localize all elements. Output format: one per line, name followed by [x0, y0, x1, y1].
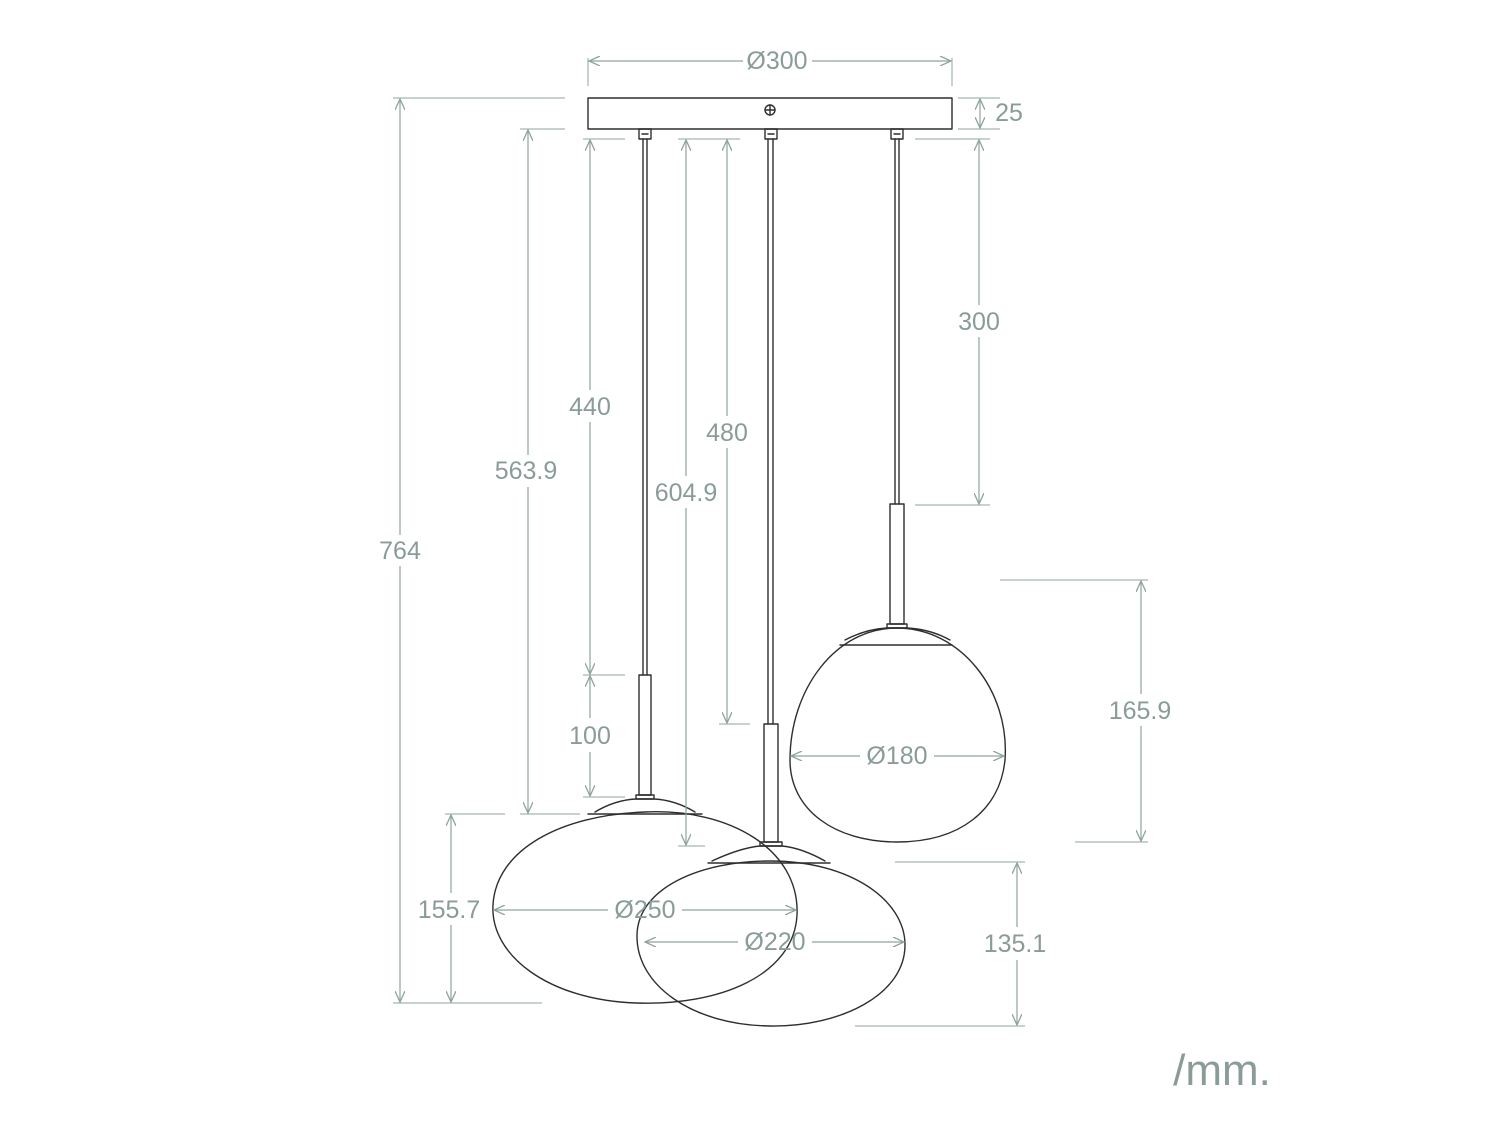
middle-globe-height-label: 135.1: [984, 930, 1047, 958]
right-cable-clamp: [890, 128, 904, 140]
left-stem-label: 100: [569, 722, 611, 750]
left-cable-to-globe-label: 563.9: [495, 457, 558, 485]
middle-globe: [636, 860, 906, 1027]
left-globe-height-label: 155.7: [418, 896, 481, 924]
left-globe-diameter-label: Ø250: [614, 896, 675, 924]
canopy-screw-icon: [764, 104, 776, 116]
left-pendant: [492, 138, 798, 1004]
right-globe: [789, 627, 1006, 843]
middle-globe-diameter-label: Ø220: [744, 928, 805, 956]
right-cable-label: 300: [958, 308, 1000, 336]
left-cable-label: 440: [569, 393, 611, 421]
canopy-height-label: 25: [995, 99, 1023, 127]
unit-label: /mm.: [1173, 1046, 1271, 1095]
middle-cable-to-globe-label: 604.9: [655, 479, 718, 507]
right-globe-height-label: 165.9: [1109, 697, 1172, 725]
canopy-diameter-label: Ø300: [746, 47, 807, 75]
dimension-labels: Ø300 25 764 563.9 440 100 480 604.9 300 …: [379, 47, 1171, 958]
right-pendant: [789, 138, 1006, 843]
right-globe-diameter-label: Ø180: [866, 742, 927, 770]
left-cable-clamp: [638, 128, 652, 140]
middle-cable-label: 480: [706, 419, 748, 447]
middle-cable-clamp: [764, 128, 778, 140]
dimension-lines: [400, 61, 1141, 1025]
lamp-outline: [492, 97, 1006, 1027]
overall-height-label: 764: [379, 537, 421, 565]
extension-lines: [393, 58, 1148, 1027]
left-globe: [492, 811, 798, 1004]
middle-pendant: [636, 138, 906, 1027]
